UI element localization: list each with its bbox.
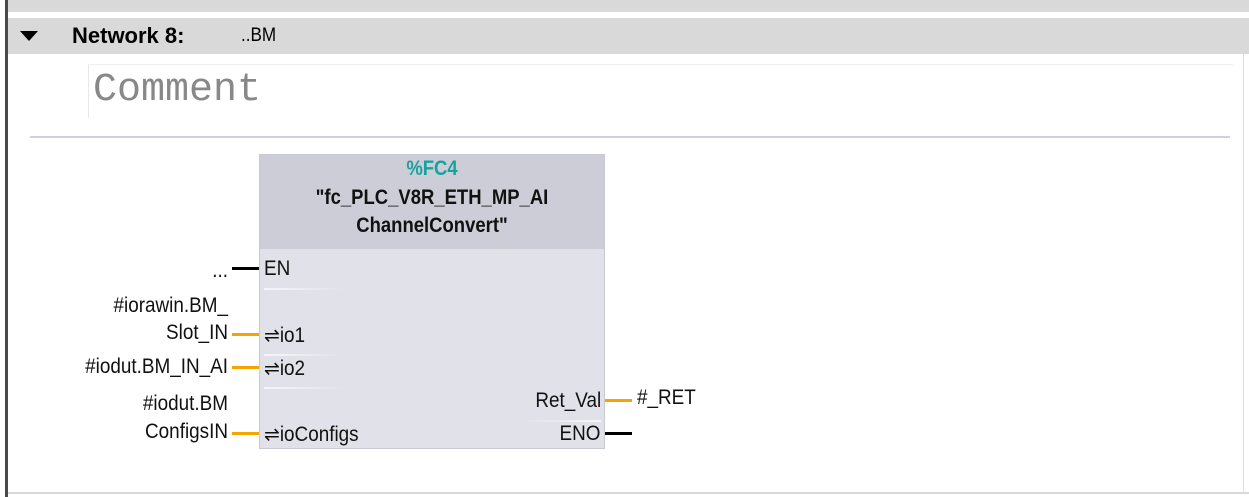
pin-io1[interactable]: ⇌io1 <box>264 324 306 347</box>
pin-separator <box>264 288 344 290</box>
block-name-line2: ChannelConvert" <box>356 214 508 237</box>
pin-ioconfigs[interactable]: ⇌ioConfigs <box>264 423 359 446</box>
pin-ret-val[interactable]: Ret_Val <box>535 389 601 412</box>
pin-separator <box>264 354 344 356</box>
editor-right-border <box>1243 54 1244 494</box>
block-address: %FC4 <box>406 157 458 180</box>
editor-left-border <box>5 0 8 497</box>
wire-eno <box>605 432 632 435</box>
network-title: Network 8: <box>72 23 185 48</box>
operand-io1-line1[interactable]: #iorawin.BM_ <box>113 294 228 317</box>
network-header[interactable] <box>8 18 1249 54</box>
wire-io1 <box>232 333 259 336</box>
operand-ioconfigs-line1[interactable]: #iodut.BM <box>142 392 228 415</box>
operand-ret-val[interactable]: #_RET <box>637 386 696 409</box>
function-block-fc4[interactable]: %FC4 "fc_PLC_V8R_ETH_MP_AI ChannelConver… <box>259 154 605 449</box>
operand-io1-line2[interactable]: Slot_IN <box>166 321 228 344</box>
wire-ret-val <box>605 399 632 402</box>
pin-separator <box>264 387 344 389</box>
collapse-triangle-icon[interactable] <box>20 31 38 41</box>
operand-en[interactable]: ... <box>212 259 228 282</box>
network-bottom-border <box>8 492 1249 494</box>
block-header: %FC4 "fc_PLC_V8R_ETH_MP_AI ChannelConver… <box>260 155 604 249</box>
wire-io2 <box>232 366 259 369</box>
operand-ioconfigs-line2[interactable]: ConfigsIN <box>145 420 228 443</box>
pin-en[interactable]: EN <box>264 257 291 280</box>
network-comment-field[interactable]: Comment <box>88 64 1233 118</box>
wire-en <box>232 267 259 270</box>
comment-placeholder: Comment <box>93 68 262 113</box>
block-name-line1: "fc_PLC_V8R_ETH_MP_AI <box>315 186 549 209</box>
wire-ioconfigs <box>232 432 259 435</box>
network-name[interactable]: ..BM <box>241 25 277 46</box>
previous-network-band <box>8 0 1249 12</box>
pin-io2[interactable]: ⇌io2 <box>264 357 306 380</box>
operand-io2[interactable]: #iodut.BM_IN_AI <box>85 355 228 378</box>
pin-eno[interactable]: ENO <box>560 422 601 445</box>
divider <box>30 136 1230 138</box>
